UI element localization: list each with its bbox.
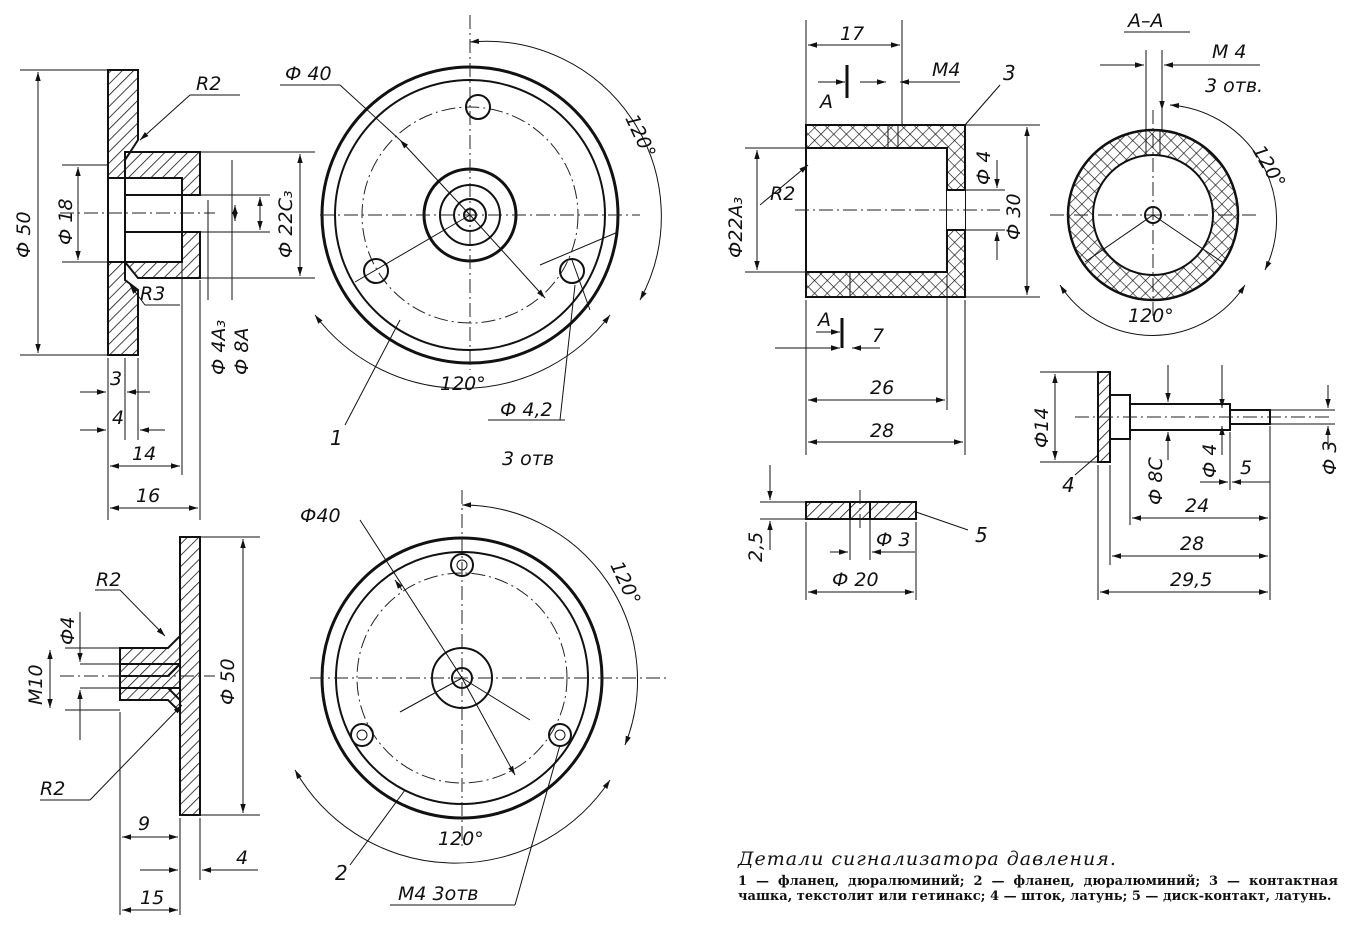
part2-r2-bottom: R2 [40, 778, 65, 800]
part3-aa-angle-top: 120° [1248, 142, 1290, 193]
part4-d8: Ф 8C [1145, 457, 1167, 505]
part4-d14: Ф14 [1031, 407, 1053, 448]
part3-d22: Ф22A₃ [725, 197, 747, 258]
part2-angle-top: 120° [605, 558, 644, 609]
part2-l9: 9 [138, 813, 150, 835]
part4-number: 4 [1062, 473, 1075, 497]
part3-view-aa: A–A M 4 3 отв. 120° 120° [1050, 10, 1290, 336]
part3-l17: 17 [840, 23, 864, 45]
part1-holes-count: 3 отв [502, 448, 554, 470]
part5-d20: Ф 20 [832, 569, 879, 591]
part3-d4: Ф 4 [973, 151, 995, 185]
part3-aa-angle-bottom: 120° [1128, 305, 1174, 327]
part1-holes: Ф 4,2 [500, 399, 553, 421]
part1-d4: Ф 4A₃ [208, 320, 230, 375]
part2-number: 2 [335, 861, 348, 885]
part1-l14: 14 [132, 443, 156, 465]
part4-l24: 24 [1185, 495, 1209, 517]
part2-angle-bottom: 120° [438, 828, 484, 850]
part3-section: 17 M4 A A R2 Ф22A₃ Ф 4 Ф 30 7 26 28 3 [725, 20, 1040, 455]
caption-text: 1 — фланец, дюралюминий; 2 — фланец, дюр… [738, 874, 1338, 904]
part1-l4: 4 [112, 407, 124, 429]
part5-number: 5 [975, 523, 988, 547]
part2-d4: Ф4 [57, 617, 79, 645]
part3-aa-holes: 3 отв. [1205, 75, 1263, 97]
part3-l7: 7 [872, 325, 884, 347]
part4-l28: 28 [1180, 533, 1204, 555]
part1-r2: R2 [196, 73, 221, 95]
part3-d30: Ф 30 [1003, 193, 1025, 240]
part1-angle-top: 120° [620, 111, 659, 162]
part2-l15: 15 [140, 887, 164, 909]
part3-mark-top: A [818, 91, 833, 113]
part4-d3: Ф 3 [1319, 441, 1341, 475]
part3-l28: 28 [870, 420, 894, 442]
part2-l4: 4 [236, 847, 248, 869]
part1-plan: Ф 40 120° 120° Ф 4,2 3 отв 1 [280, 15, 662, 470]
part5-disc: 2,5 Ф 3 Ф 20 5 [745, 465, 988, 600]
part5-d3: Ф 3 [876, 529, 910, 551]
part1-l16: 16 [136, 485, 160, 507]
part2-plan: Ф40 120° 120° M4 3отв 2 [294, 490, 670, 906]
part3-r2: R2 [770, 183, 795, 205]
part1-number: 1 [330, 426, 343, 450]
part4-stem: Ф14 Ф 8C Ф 4 Ф 3 5 24 28 29,5 4 [1031, 365, 1341, 600]
part3-aa-m4: M 4 [1212, 41, 1247, 63]
part5-thickness: 2,5 [745, 532, 767, 562]
part2-section: R2 R2 Ф4 M10 Ф 50 9 15 4 [25, 536, 260, 915]
part1-d40: Ф 40 [285, 63, 332, 85]
part1-r3: R3 [140, 283, 165, 305]
part3-m4: M4 [932, 59, 960, 81]
part1-section: Ф 50 Ф 18 Ф 22C₃ Ф 4A₃ Ф 8A R2 R3 3 4 14… [13, 69, 315, 520]
part4-d4: Ф 4 [1199, 444, 1221, 478]
part2-holes: M4 3отв [398, 883, 479, 905]
part2-d50: Ф 50 [217, 658, 239, 705]
part2-m10: M10 [25, 664, 47, 705]
part1-l3: 3 [110, 368, 122, 390]
part4-l29: 29,5 [1170, 569, 1212, 591]
part3-mark-bottom: A [816, 309, 831, 331]
part2-d40: Ф40 [300, 505, 341, 527]
part3-number: 3 [1003, 61, 1016, 85]
part2-r2-top: R2 [96, 569, 121, 591]
part1-d22: Ф 22C₃ [275, 191, 297, 258]
part1-d8: Ф 8A [231, 328, 253, 375]
part1-angle-bottom: 120° [440, 373, 486, 395]
part4-l5: 5 [1240, 457, 1252, 479]
caption-title: Детали сигнализатора давления. [738, 848, 1117, 870]
part3-l26: 26 [870, 377, 894, 399]
part3-aa-title: A–A [1126, 10, 1164, 32]
part1-d50: Ф 50 [13, 211, 35, 258]
part1-d18: Ф 18 [55, 198, 77, 245]
figure-caption: Детали сигнализатора давления. 1 — флане… [738, 848, 1338, 904]
